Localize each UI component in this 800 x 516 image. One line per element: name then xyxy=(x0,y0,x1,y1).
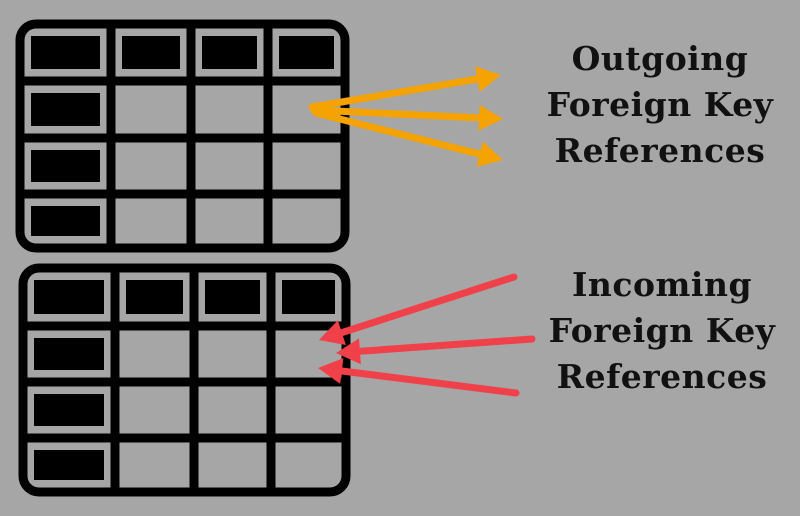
table-incoming-cell-bar-r0c1 xyxy=(126,280,183,314)
table-incoming xyxy=(18,263,351,497)
outgoing-arrow-2 xyxy=(310,104,503,131)
outgoing-arrow-2-head xyxy=(478,104,503,131)
outgoing-arrow-2-shaft xyxy=(310,106,485,122)
incoming-arrow-2 xyxy=(336,335,536,365)
table-outgoing-cell-bar-r1c0 xyxy=(31,93,100,126)
table-outgoing xyxy=(15,19,350,253)
incoming-arrows xyxy=(318,273,536,397)
outgoing-arrows xyxy=(308,66,503,167)
outgoing-arrow-3-head xyxy=(476,141,503,167)
outgoing-label-line2: Foreign Key xyxy=(546,85,774,124)
incoming-arrow-1-shaft xyxy=(336,273,518,337)
incoming-label: Incoming Foreign Key References xyxy=(524,262,800,400)
table-incoming-cell-bar-r0c2 xyxy=(205,280,260,314)
table-incoming-cell-bar-r1c0 xyxy=(34,338,104,370)
incoming-arrow-3 xyxy=(318,358,520,397)
outgoing-label: Outgoing Foreign Key References xyxy=(522,36,798,174)
incoming-label-line1: Incoming xyxy=(571,265,753,304)
outgoing-arrow-3 xyxy=(312,109,503,167)
incoming-arrow-2-head xyxy=(336,338,361,365)
table-outgoing-cell-bar-r3c0 xyxy=(31,206,100,236)
table-incoming-cell-bar-r2c0 xyxy=(34,394,104,426)
outgoing-arrow-3-shaft xyxy=(312,109,486,159)
outgoing-arrow-1-shaft xyxy=(308,75,483,111)
incoming-label-line2: Foreign Key xyxy=(548,311,776,350)
incoming-arrow-1 xyxy=(319,273,518,345)
table-outgoing-cell-bar-r0c3 xyxy=(279,36,334,69)
incoming-arrow-1-head xyxy=(319,320,346,345)
incoming-label-line3: References xyxy=(556,357,768,396)
outgoing-label-line1: Outgoing xyxy=(571,39,749,78)
table-incoming-cell-bar-r0c3 xyxy=(282,280,335,314)
incoming-arrow-3-shaft xyxy=(336,367,520,397)
table-incoming-cell-bar-r0c0 xyxy=(34,280,104,314)
table-outgoing-cell-bar-r0c1 xyxy=(122,36,180,69)
outgoing-arrow-1-head xyxy=(475,66,501,92)
table-incoming-cell-bar-r3c0 xyxy=(34,450,104,480)
incoming-arrow-2-shaft xyxy=(354,335,536,355)
outgoing-arrow-1 xyxy=(308,66,501,111)
table-outgoing-cell-bar-r0c0 xyxy=(31,36,100,69)
table-outgoing-cell-bar-r2c0 xyxy=(31,150,100,182)
table-outgoing-cell-bar-r0c2 xyxy=(202,36,257,69)
outgoing-label-line3: References xyxy=(554,131,766,170)
incoming-arrow-3-head xyxy=(318,358,344,384)
